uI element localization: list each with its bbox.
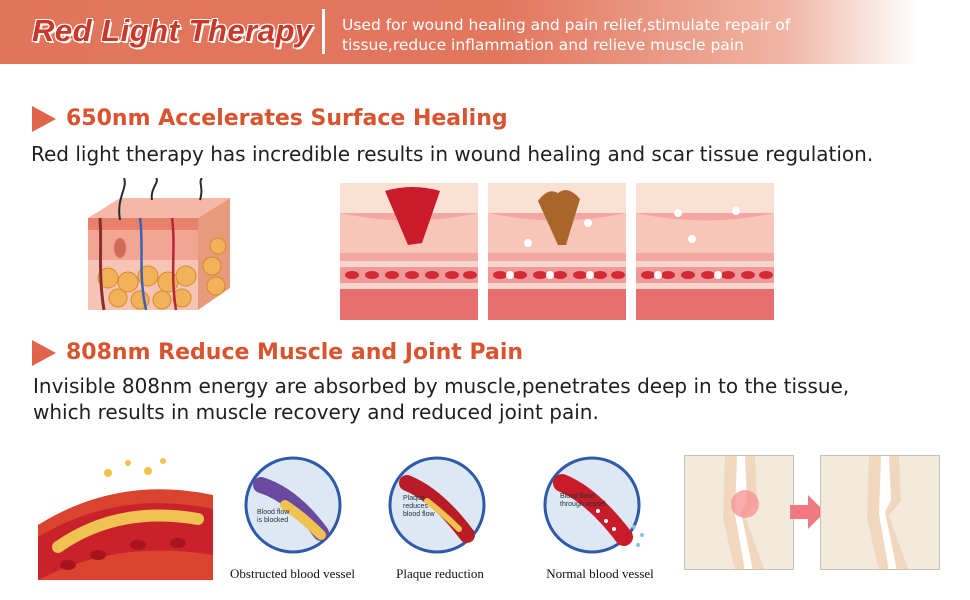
- vessel-plaque-label-line3: blood flow: [403, 511, 435, 518]
- banner-divider: [322, 9, 325, 54]
- header-banner: Red Light Therapy Used for wound healing…: [0, 0, 920, 64]
- vessel-obstructed-label-line1: Blood flow: [257, 509, 290, 516]
- right-arrow-icon: [790, 495, 825, 529]
- wound-stage-1-image: [340, 183, 478, 320]
- vessel-normal-image: Blood flows through vessel: [542, 455, 652, 555]
- vessel-obstructed-image: Blood flow is blocked: [243, 455, 343, 555]
- section1-heading: 650nm Accelerates Surface Healing: [66, 106, 508, 131]
- section2-description: Invisible 808nm energy are absorbed by m…: [33, 373, 849, 425]
- wound-stage-2-image: [488, 183, 626, 320]
- knee-after-image: [820, 455, 940, 570]
- vessel-plaque-label-line2: reduces: [403, 503, 428, 510]
- section2-description-line1: Invisible 808nm energy are absorbed by m…: [33, 374, 850, 398]
- vessel-normal-label-line2: through vessel: [560, 501, 606, 508]
- knee-before-image: [684, 455, 794, 570]
- banner-subtitle: Used for wound healing and pain relief,s…: [342, 15, 902, 55]
- vessel-normal-label-line1: Blood flows: [560, 493, 596, 500]
- banner-title: Red Light Therapy: [31, 12, 313, 48]
- banner-subtitle-line1: Used for wound healing and pain relief,s…: [342, 16, 791, 34]
- vessel-normal-caption: Normal blood vessel: [546, 566, 654, 581]
- section2-heading: 808nm Reduce Muscle and Joint Pain: [66, 340, 524, 365]
- vessel-obstructed-label-line2: is blocked: [257, 517, 289, 524]
- section1-description: Red light therapy has incredible results…: [31, 142, 874, 166]
- vessel-plaque-image: Plaque reduces blood flow: [387, 455, 487, 555]
- wound-stage-3-image: [636, 183, 774, 320]
- play-arrow-icon: [32, 106, 56, 132]
- vessel-obstructed-caption: Obstructed blood vessel: [230, 566, 355, 581]
- section2-description-line2: which results in muscle recovery and red…: [33, 400, 599, 424]
- artery-plaque-image: [38, 455, 213, 580]
- play-arrow-icon: [32, 340, 56, 366]
- banner-subtitle-line2: tissue,reduce inflammation and relieve m…: [342, 36, 744, 54]
- vessel-plaque-label-line1: Plaque: [403, 495, 425, 502]
- skin-cross-section-image: [80, 178, 240, 323]
- vessel-plaque-caption: Plaque reduction: [396, 566, 484, 581]
